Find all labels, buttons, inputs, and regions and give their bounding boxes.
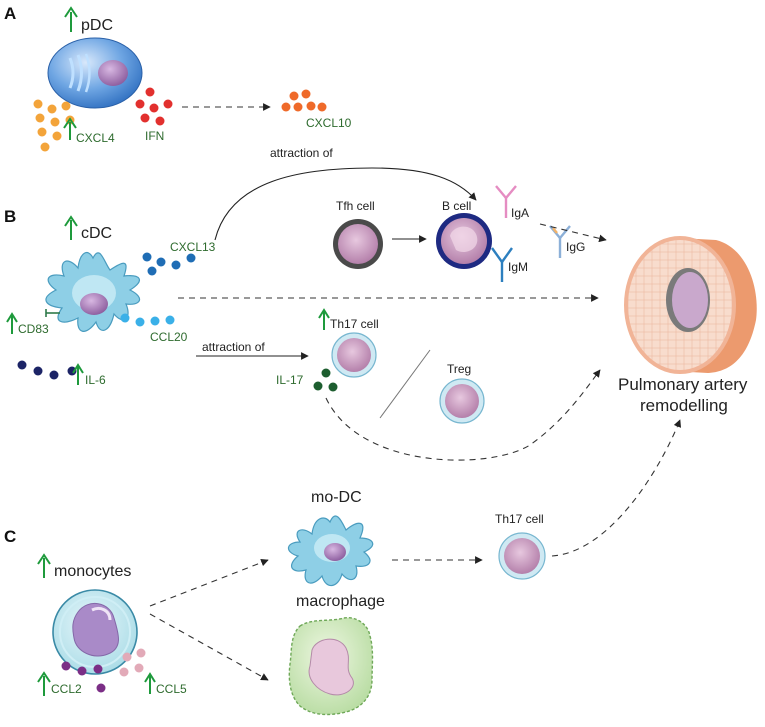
cdc-label: cDC xyxy=(81,225,112,242)
arrow-monocyte-to-modc xyxy=(149,558,269,607)
macrophage-label: macrophage xyxy=(296,593,385,610)
cxcl13-label: CXCL13 xyxy=(170,240,216,254)
th17-c-label: Th17 cell xyxy=(495,512,544,526)
panel-a-letter: A xyxy=(4,4,16,23)
macrophage-cell xyxy=(288,617,374,716)
arrow-cxcl13-to-bcell xyxy=(214,167,477,241)
il17-dots xyxy=(313,368,338,392)
pa-label-line1: Pulmonary artery xyxy=(618,375,748,394)
ifn-dots xyxy=(135,87,173,126)
iga-antibody xyxy=(495,185,517,218)
cdc-cell xyxy=(45,251,141,332)
iga-label: IgA xyxy=(511,206,529,220)
modc-cell xyxy=(287,515,374,587)
panel-b-letter: B xyxy=(4,207,16,226)
pdc-up-arrow xyxy=(64,6,78,32)
ccl5-dots xyxy=(119,648,146,677)
tfh-cell xyxy=(333,219,383,269)
arrow-antibodies-to-artery xyxy=(539,223,607,243)
treg-label: Treg xyxy=(447,362,471,376)
arrow-th17-c-to-artery xyxy=(551,419,681,557)
th17-cell-c xyxy=(498,532,546,580)
igm-antibody xyxy=(491,247,513,282)
cd83-label: CD83 xyxy=(18,322,49,336)
cxcl4-label: CXCL4 xyxy=(76,131,115,145)
cxcl4-dots xyxy=(33,99,75,152)
modc-label: mo-DC xyxy=(311,489,362,506)
il17-label: IL-17 xyxy=(276,373,304,387)
ccl2-label: CCL2 xyxy=(51,682,82,696)
cdc-up-arrow xyxy=(64,215,78,240)
igm-label: IgM xyxy=(508,260,528,274)
monocytes-up-arrow xyxy=(37,553,51,578)
il6-up-arrow xyxy=(72,363,84,385)
cxcl4-up-arrow xyxy=(63,117,77,140)
tfh-label: Tfh cell xyxy=(336,199,375,213)
monocytes-label: monocytes xyxy=(54,563,131,580)
arrow-monocyte-to-macrophage xyxy=(149,613,269,681)
arrow-il17-to-artery xyxy=(325,369,601,461)
attraction-top-label: attraction of xyxy=(270,146,333,160)
ccl20-dots xyxy=(120,313,175,327)
cxcl13-dots xyxy=(142,252,196,276)
il6-dots xyxy=(17,360,77,380)
panel-c-letter: C xyxy=(4,527,16,546)
attraction-mid-label: attraction of xyxy=(202,340,265,354)
ifn-label: IFN xyxy=(145,129,164,143)
pdc-cell xyxy=(47,37,143,109)
bcell-label: B cell xyxy=(442,199,471,213)
ccl2-up-arrow xyxy=(37,671,51,696)
monocyte-cell xyxy=(52,589,138,675)
th17-cell-b xyxy=(331,332,377,378)
igg-label: IgG xyxy=(566,240,585,254)
cxcl10-dots xyxy=(281,89,327,112)
cd83-receptor xyxy=(45,309,60,317)
cxcl10-label: CXCL10 xyxy=(306,116,352,130)
pulmonary-artery xyxy=(624,236,757,374)
pdc-label: pDC xyxy=(81,17,113,34)
ccl5-up-arrow xyxy=(144,672,156,694)
th17-b-up-arrow xyxy=(318,308,330,330)
th17-treg-divider xyxy=(379,349,431,419)
cd83-up-arrow xyxy=(6,312,18,334)
pa-label-line2: remodelling xyxy=(640,396,728,415)
b-cell xyxy=(436,213,492,269)
ccl20-label: CCL20 xyxy=(150,330,188,344)
th17-b-label: Th17 cell xyxy=(330,317,379,331)
ccl2-dots xyxy=(61,661,106,693)
ccl5-label: CCL5 xyxy=(156,682,187,696)
il6-label: IL-6 xyxy=(85,373,106,387)
treg-cell xyxy=(439,378,485,424)
